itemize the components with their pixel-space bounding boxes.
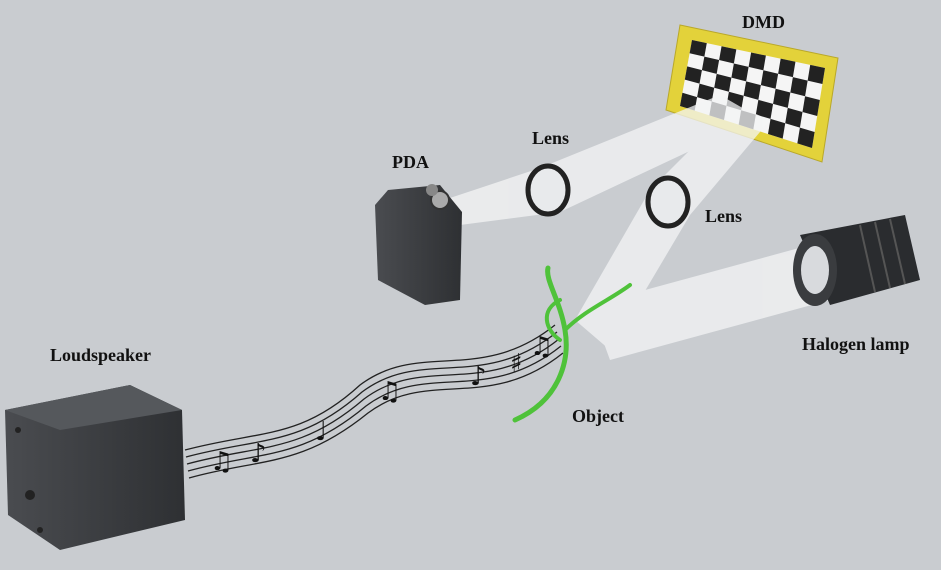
checker-cell (778, 58, 796, 78)
checker-cell (697, 83, 715, 102)
checker-cell (773, 88, 791, 108)
label-lens-2: Lens (705, 206, 743, 226)
svg-text:♫: ♫ (378, 377, 401, 407)
checker-cell (785, 107, 803, 128)
lens-1 (525, 163, 571, 217)
halogen-lamp (793, 215, 920, 306)
dmd-device (665, 24, 839, 163)
checker-cell (719, 46, 737, 64)
svg-text:♫: ♫ (210, 447, 233, 477)
checker-cell (714, 73, 732, 92)
label-loudspeaker: Loudspeaker (50, 345, 152, 365)
label-object: Object (572, 406, 624, 426)
lens-2 (645, 175, 691, 229)
label-pda: PDA (392, 152, 429, 172)
svg-text:♪: ♪ (250, 439, 267, 469)
music-notes: ♫♪♩ ♫♪♯♫ (210, 332, 553, 477)
checker-cell (731, 63, 749, 82)
loudspeaker (5, 385, 185, 550)
checker-cell (760, 70, 779, 89)
label-lens-1: Lens (532, 128, 570, 148)
plant-object (512, 265, 632, 423)
svg-text:♩: ♩ (315, 417, 327, 447)
checker-cell (807, 64, 825, 84)
checker-cell (743, 81, 761, 100)
checker-cell (701, 56, 720, 74)
label-dmd: DMD (742, 12, 785, 32)
checker-cell (790, 77, 808, 97)
checker-cell (797, 127, 815, 148)
checker-cell (768, 118, 786, 139)
checker-cell (684, 66, 702, 84)
svg-text:♯: ♯ (510, 349, 523, 379)
music-staff (184, 324, 564, 479)
checker-cell (802, 96, 820, 116)
label-halogen-lamp: Halogen lamp (802, 334, 910, 354)
pda-detector (375, 184, 462, 305)
checker-cell (689, 40, 707, 57)
checker-cell (755, 99, 774, 119)
svg-text:♫: ♫ (530, 332, 553, 362)
checker-cell (748, 52, 766, 71)
svg-text:♪: ♪ (470, 362, 487, 392)
